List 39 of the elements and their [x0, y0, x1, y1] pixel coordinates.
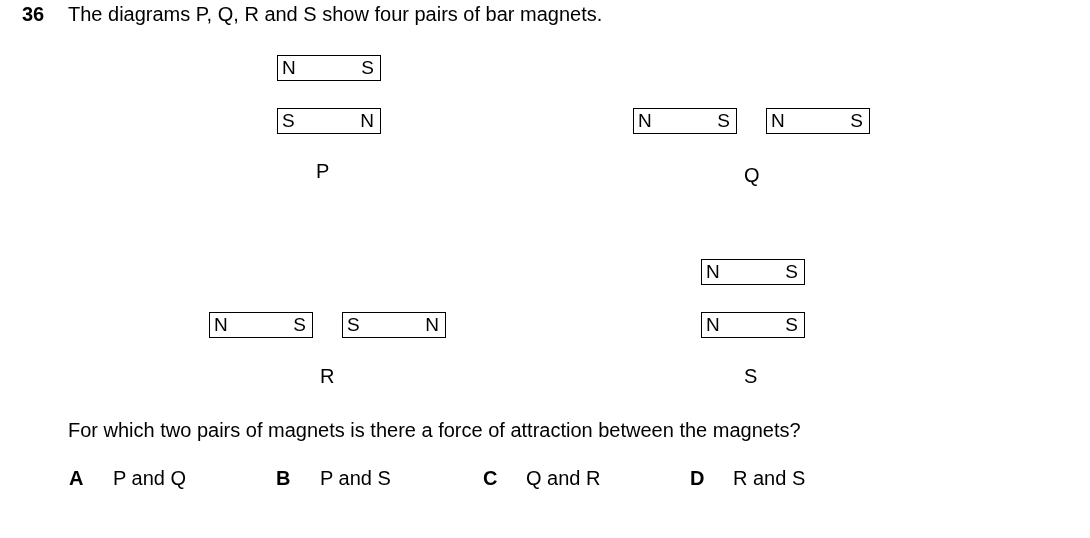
pole-label: S [361, 57, 374, 79]
bar-magnet [209, 312, 313, 338]
option-text: P and Q [113, 466, 187, 490]
pole-label: S [282, 110, 295, 132]
diagram-label: S [744, 364, 758, 388]
option-letter: D [690, 466, 705, 490]
question-text: The diagrams P, Q, R and S show four pairs of bar magnets. [68, 2, 603, 26]
pole-label: N [214, 314, 228, 336]
pole-label: S [850, 110, 863, 132]
bar-magnet [633, 108, 737, 134]
pole-label: N [771, 110, 785, 132]
question-text: For which two pairs of magnets is there a force of attraction between the magnets? [68, 418, 801, 442]
bar-magnet [277, 55, 381, 81]
bar-magnet [342, 312, 446, 338]
option-letter: B [276, 466, 291, 490]
pole-label: N [638, 110, 652, 132]
bar-magnet [277, 108, 381, 134]
question-number: 36 [22, 2, 45, 26]
pole-label: N [360, 110, 374, 132]
option-text: R and S [733, 466, 806, 490]
option-text: P and S [320, 466, 391, 490]
pole-label: S [347, 314, 360, 336]
pole-label: N [706, 314, 720, 336]
bar-magnet [766, 108, 870, 134]
pole-label: N [282, 57, 296, 79]
pole-label: N [706, 261, 720, 283]
diagram-label: Q [744, 163, 760, 187]
pole-label: S [293, 314, 306, 336]
pole-label: S [717, 110, 730, 132]
diagram-label: R [320, 364, 335, 388]
pole-label: S [785, 261, 798, 283]
option-letter: A [69, 466, 84, 490]
pole-label: N [425, 314, 439, 336]
option-letter: C [483, 466, 498, 490]
option-text: Q and R [526, 466, 601, 490]
bar-magnet [701, 312, 805, 338]
bar-magnet [701, 259, 805, 285]
diagram-label: P [316, 159, 330, 183]
pole-label: S [785, 314, 798, 336]
